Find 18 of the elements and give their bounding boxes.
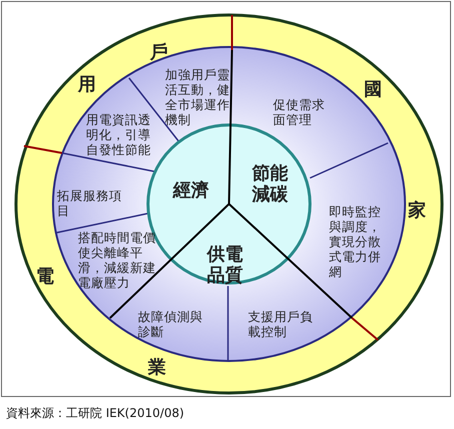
segment-label: 即時監控與調度，實現分散式電力併網 <box>329 204 387 279</box>
ring-label: 業 <box>148 356 166 379</box>
segment-label: 拓展服務項目 <box>57 188 127 218</box>
sector-label: 節能減碳 <box>248 163 292 205</box>
ring-label: 用 <box>78 73 96 96</box>
ring-label: 戶 <box>150 41 168 64</box>
segment-label: 用電資訊透明化，引導自發性節能 <box>86 112 154 157</box>
ring-label: 家 <box>408 199 426 222</box>
sector-label: 經濟 <box>166 180 216 201</box>
segment-label: 支援用戶負載控制 <box>248 309 318 339</box>
ring-label: 國 <box>364 78 382 101</box>
segment-label: 加強用戶靈活互動，健全市場運作機制 <box>165 67 231 127</box>
segment-label: 故障偵測與診斷 <box>138 309 208 339</box>
sector-label: 供電品質 <box>203 244 247 286</box>
ring-label: 電 <box>36 265 54 288</box>
source-caption: 資料來源：工研院 IEK(2010/08) <box>6 405 184 422</box>
segment-label: 促使需求面管理 <box>273 97 329 127</box>
segment-label: 搭配時間電價使尖離峰平滑，減緩新建電廠壓力 <box>78 230 158 290</box>
